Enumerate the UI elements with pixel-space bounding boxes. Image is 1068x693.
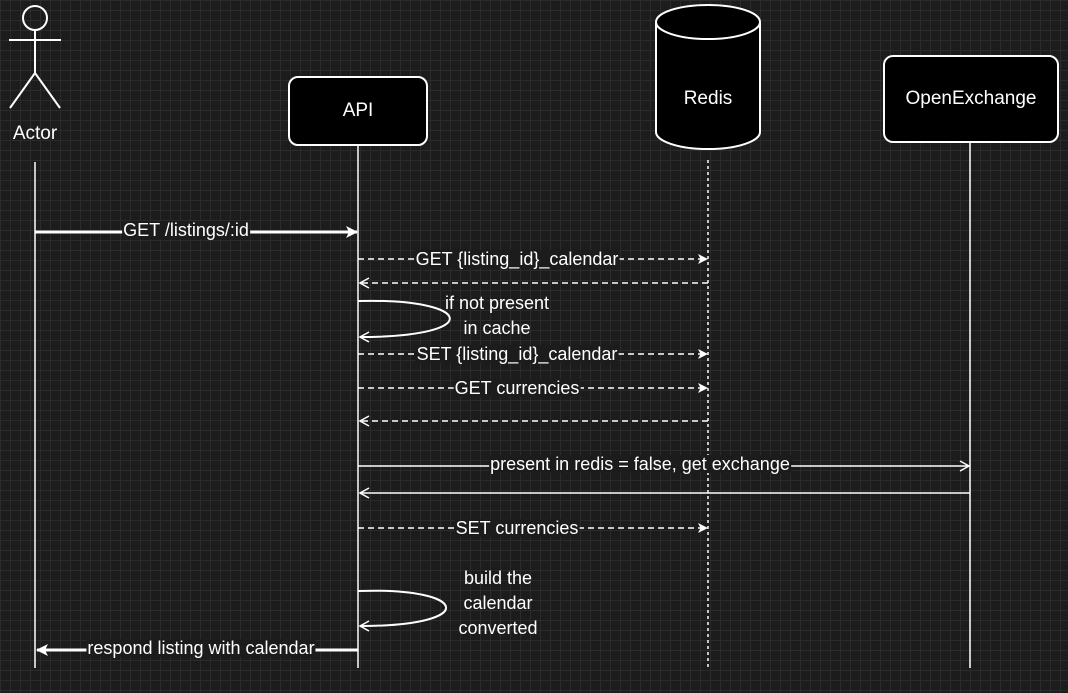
api-participant-label: API — [342, 100, 374, 121]
if-not-present-label: if not present in cache — [444, 293, 550, 338]
redis-database-icon — [655, 4, 761, 150]
redis-label: Redis — [683, 88, 733, 109]
actor-icon — [9, 5, 61, 109]
get-listing-label: GET /listings/:id — [122, 220, 250, 240]
api-participant-box: API — [288, 76, 428, 146]
set-calendar-label: SET {listing_id}_calendar — [415, 344, 619, 364]
if-not-present-loop-arrow — [357, 299, 451, 343]
get-exchange-label: present in redis = false, get exchange — [489, 454, 791, 474]
get-calendar-label: GET {listing_id}_calendar — [414, 249, 620, 269]
openexchange-participant-label: OpenExchange — [905, 88, 1037, 109]
set-currencies-label: SET currencies — [454, 518, 580, 538]
actor-label: Actor — [12, 123, 58, 144]
get-currencies-label: GET currencies — [453, 378, 581, 398]
build-calendar-label: build the calendar converted — [458, 568, 538, 638]
openexchange-participant-box: OpenExchange — [883, 55, 1059, 143]
respond-label: respond listing with calendar — [86, 638, 316, 658]
build-calendar-loop-arrow — [357, 589, 447, 632]
